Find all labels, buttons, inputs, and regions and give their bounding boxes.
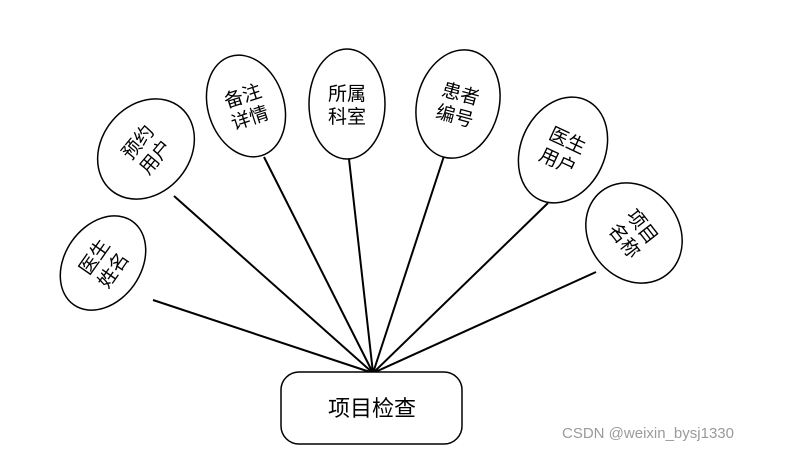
- attribute-patient-id: 患者 编号: [415, 49, 501, 159]
- attribute-remarks: 备注 详情: [205, 54, 287, 158]
- attribute-booking-user: 预约 用户: [96, 98, 196, 200]
- connector-project-name: [372, 271, 597, 374]
- entity-project-inspection: 项目检查: [280, 371, 463, 445]
- watermark-text: CSDN @weixin_bysj1330: [562, 425, 734, 442]
- connector-lines: [152, 155, 597, 374]
- connector-doctor-user: [372, 202, 549, 374]
- attribute-department: 所属 科室: [308, 48, 386, 160]
- attribute-department-line1: 所属: [328, 83, 366, 105]
- entity-label: 项目检查: [328, 397, 416, 422]
- attribute-project-name: 项目 名称: [585, 182, 683, 284]
- attribute-doctor-user: 医生 用户: [517, 96, 609, 204]
- connector-department: [348, 158, 374, 374]
- attribute-department-line2: 科室: [328, 106, 366, 128]
- connector-remarks: [263, 156, 374, 374]
- connector-patient-id: [372, 155, 445, 374]
- connector-booking-user: [173, 195, 374, 374]
- attribute-doctor-name: 医生 姓名: [59, 215, 147, 311]
- connector-doctor-name: [152, 299, 374, 374]
